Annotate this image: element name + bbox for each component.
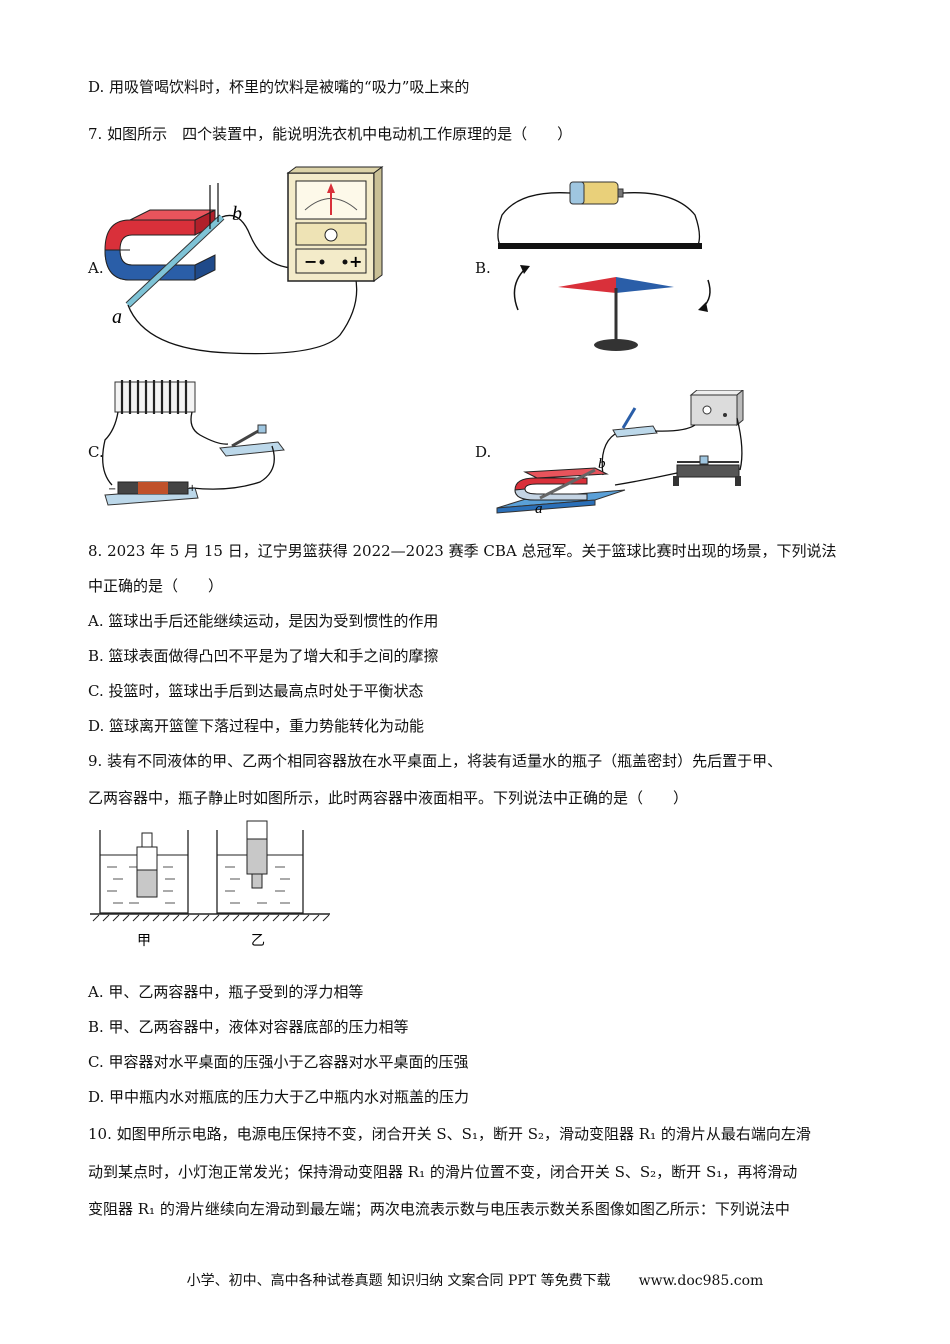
q6-option-d: D. 用吸管喝饮料时，杯里的饮料是被嘴的“吸力”吸上来的 <box>88 78 470 96</box>
q9-option-a: A. 甲、乙两容器中，瓶子受到的浮力相等 <box>88 983 364 1001</box>
q10-line2: 动到某点时，小灯泡正常发光；保持滑动变阻器 R₁ 的滑片位置不变，闭合开关 S、… <box>88 1163 798 1181</box>
q9-figure: 甲 乙 <box>90 820 330 949</box>
compass-needle-icon <box>558 277 674 351</box>
q8-option-b: B. 篮球表面做得凸凹不平是为了增大和手之间的摩擦 <box>88 647 439 665</box>
horseshoe-magnet-icon <box>104 209 216 281</box>
fig-a-letter-b: b <box>232 203 242 225</box>
svg-text:+: + <box>349 252 362 271</box>
container-yi <box>216 820 304 914</box>
q7-figure-a: b a − + <box>104 166 384 355</box>
q7-figure-d: b a <box>496 390 744 515</box>
q7-label-a: A. <box>88 259 104 277</box>
svg-text:+: + <box>188 483 196 494</box>
svg-text:−: − <box>304 252 317 271</box>
solenoid-coil-icon <box>114 380 196 414</box>
switch-icon <box>219 424 285 457</box>
q9-label-jia: 甲 <box>137 933 151 949</box>
battery-icon <box>569 181 624 205</box>
fig-d-letter-b: b <box>598 456 606 472</box>
horseshoe-magnet-icon-d <box>496 467 626 514</box>
galvanometer-icon: − + <box>286 166 384 282</box>
q7-label-b: B. <box>475 259 491 277</box>
q7-figure-c: − + <box>102 380 285 506</box>
fig-a-letter-a: a <box>112 306 122 328</box>
svg-text:−: − <box>108 484 116 495</box>
q10-line1: 10. 如图甲所示电路，电源电压保持不变，闭合开关 S、S₁，断开 S₂，滑动变… <box>88 1125 811 1143</box>
rheostat-icon <box>673 455 741 486</box>
q8-option-c: C. 投篮时，篮球出手后到达最高点时处于平衡状态 <box>88 682 424 700</box>
switch-icon-d <box>612 407 658 438</box>
q8-stem-line1: 8. 2023 年 5 月 15 日，辽宁男篮获得 2022—2023 赛季 C… <box>88 542 837 560</box>
q10-line3: 变阻器 R₁ 的滑片继续向左滑动到最左端；两次电流表示数与电压表示数关系图像如图… <box>88 1200 790 1218</box>
q8-option-a: A. 篮球出手后还能继续运动，是因为受到惯性的作用 <box>88 612 439 630</box>
container-jia <box>99 830 189 914</box>
fig-d-letter-a: a <box>535 501 543 515</box>
q7-figure-b <box>497 181 711 351</box>
q9-option-c: C. 甲容器对水平桌面的压强小于乙容器对水平桌面的压强 <box>88 1053 469 1071</box>
page-footer: 小学、初中、高中各种试卷真题 知识归纳 文案合同 PPT 等免费下载 www.d… <box>186 1273 764 1289</box>
q9-label-yi: 乙 <box>251 933 265 949</box>
q9-option-b: B. 甲、乙两容器中，液体对容器底部的压力相等 <box>88 1018 409 1036</box>
q9-stem-line1: 9. 装有不同液体的甲、乙两个相同容器放在水平桌面上，将装有适量水的瓶子（瓶盖密… <box>88 752 783 770</box>
q7-label-d: D. <box>475 443 492 461</box>
battery-pack-icon: − + <box>104 481 199 506</box>
q8-option-d: D. 篮球离开篮筐下落过程中，重力势能转化为动能 <box>88 717 425 735</box>
q9-option-d: D. 甲中瓶内水对瓶底的压力大于乙中瓶内水对瓶盖的压力 <box>88 1088 470 1106</box>
q8-stem-line2: 中正确的是（ ） <box>88 577 224 595</box>
q7-label-c: C. <box>88 443 104 461</box>
power-supply-icon <box>689 390 744 427</box>
q9-stem-line2: 乙两容器中，瓶子静止时如图所示，此时两容器中液面相平。下列说法中正确的是（ ） <box>88 789 689 807</box>
q7-stem: 7. 如图所示 四个装置中，能说明洗衣机中电动机工作原理的是（ ） <box>88 125 573 143</box>
